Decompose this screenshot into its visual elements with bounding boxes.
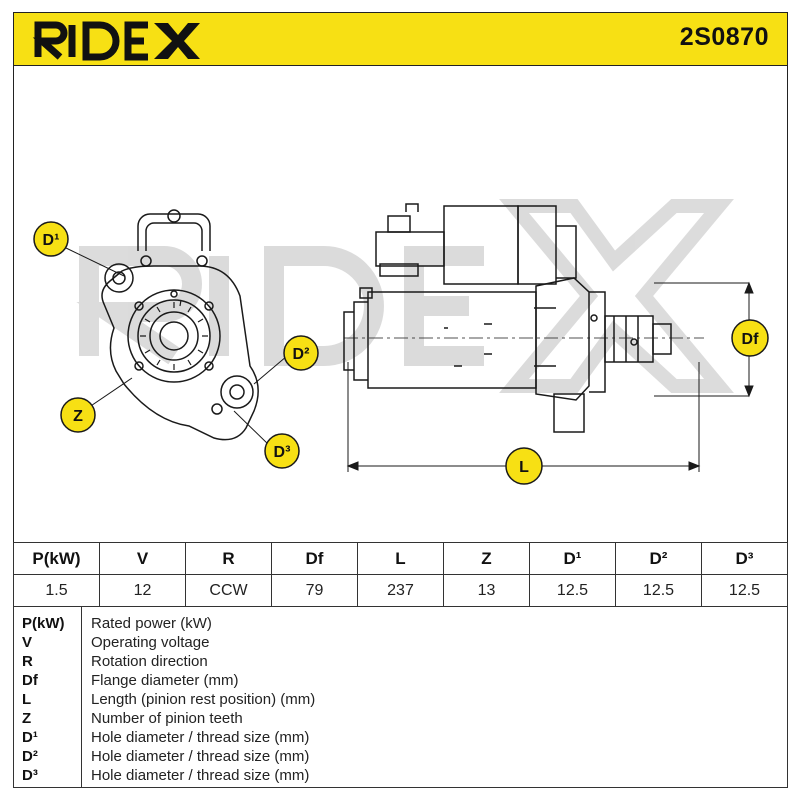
header-bar: 2S0870	[13, 12, 788, 66]
legend-item: V Operating voltage	[14, 634, 787, 652]
spec-value-cell: 79	[271, 574, 358, 607]
legend-code: Z	[22, 710, 32, 727]
svg-text:D¹: D¹	[43, 232, 60, 249]
svg-text:D²: D²	[293, 346, 310, 363]
spec-header-cell: D³	[701, 542, 788, 575]
legend: P(kW) Rated power (kW) V Operating volta…	[13, 606, 788, 788]
spec-header-cell: D¹	[529, 542, 616, 575]
legend-item: Df Flange diameter (mm)	[14, 672, 787, 690]
spec-value-cell: 13	[443, 574, 530, 607]
svg-text:Df: Df	[742, 331, 760, 348]
legend-item: D¹ Hole diameter / thread size (mm)	[14, 729, 787, 747]
spec-header-cell: V	[99, 542, 186, 575]
legend-description: Hole diameter / thread size (mm)	[91, 748, 310, 765]
legend-description: Length (pinion rest position) (mm)	[91, 691, 316, 708]
spec-value-cell: 12.5	[701, 574, 788, 607]
spec-header-cell: R	[185, 542, 272, 575]
spec-header-cell: Z	[443, 542, 530, 575]
legend-code: D²	[22, 748, 38, 765]
label-d1: D¹	[33, 221, 69, 257]
spec-header-cell: Df	[271, 542, 358, 575]
legend-code: R	[22, 653, 33, 670]
label-d3: D³	[264, 433, 300, 469]
starter-motor-drawing: D¹ D² Z D³ Df L	[33, 199, 769, 485]
legend-code: D³	[22, 767, 38, 784]
legend-item: R Rotation direction	[14, 653, 787, 671]
legend-code: P(kW)	[22, 615, 65, 632]
legend-item: Z Number of pinion teeth	[14, 710, 787, 728]
label-z: Z	[60, 397, 96, 433]
legend-description: Hole diameter / thread size (mm)	[91, 729, 310, 746]
legend-item: P(kW) Rated power (kW)	[14, 615, 787, 633]
svg-text:D³: D³	[274, 444, 291, 461]
spec-header-cell: L	[357, 542, 444, 575]
legend-description: Hole diameter / thread size (mm)	[91, 767, 310, 784]
label-df: Df	[731, 319, 769, 357]
technical-drawing-frame: D¹ D² Z D³ Df L	[13, 66, 788, 542]
spec-value-cell: 12.5	[615, 574, 702, 607]
spec-value-cell: 1.5	[13, 574, 100, 607]
side-view	[343, 203, 672, 433]
ridex-watermark	[76, 199, 734, 393]
spec-header-cell: P(kW)	[13, 542, 100, 575]
part-number: 2S0870	[679, 23, 769, 51]
legend-code: L	[22, 691, 32, 708]
legend-divider	[81, 607, 82, 787]
label-l: L	[505, 447, 543, 485]
front-view	[65, 209, 288, 447]
svg-text:Z: Z	[73, 408, 83, 425]
spec-table-value-row: 1.5 12 CCW 79 237 13 12.5 12.5 12.5	[13, 574, 788, 607]
legend-code: V	[22, 634, 33, 651]
spec-table: P(kW) V R Df L Z D¹ D² D³ 1.5 12 CCW 79 …	[13, 542, 788, 607]
legend-item: L Length (pinion rest position) (mm)	[14, 691, 787, 709]
spec-header-cell: D²	[615, 542, 702, 575]
spec-value-cell: 12	[99, 574, 186, 607]
spec-table-header-row: P(kW) V R Df L Z D¹ D² D³	[13, 542, 788, 575]
legend-description: Number of pinion teeth	[91, 710, 243, 727]
legend-description: Rotation direction	[91, 653, 208, 670]
svg-text:L: L	[519, 459, 529, 476]
legend-code: D¹	[22, 729, 38, 746]
ridex-logo	[32, 21, 200, 61]
spec-value-cell: 12.5	[529, 574, 616, 607]
legend-item: D³ Hole diameter / thread size (mm)	[14, 767, 787, 785]
legend-description: Rated power (kW)	[91, 615, 212, 632]
label-d2: D²	[283, 335, 319, 371]
spec-value-cell: CCW	[185, 574, 272, 607]
spec-value-cell: 237	[357, 574, 444, 607]
legend-item: D² Hole diameter / thread size (mm)	[14, 748, 787, 766]
legend-description: Operating voltage	[91, 634, 210, 651]
legend-description: Flange diameter (mm)	[91, 672, 239, 689]
legend-code: Df	[22, 672, 38, 689]
